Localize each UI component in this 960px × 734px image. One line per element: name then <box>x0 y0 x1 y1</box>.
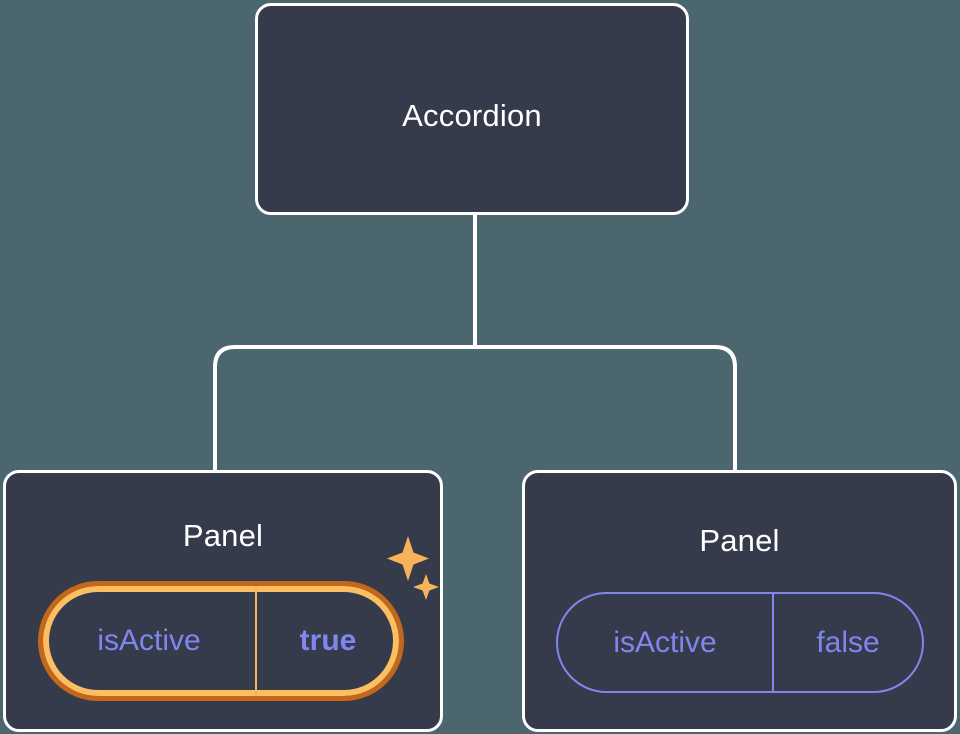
prop-key-is-active-right: isActive <box>613 625 717 659</box>
node-title-panel-left: Panel <box>182 518 264 553</box>
prop-pill-panel-right[interactable]: isActive false <box>556 592 924 693</box>
prop-pill-panel-left[interactable]: isActive true <box>38 581 404 701</box>
prop-value-is-active-left: true <box>255 586 399 696</box>
prop-key-is-active-left: isActive <box>97 624 201 657</box>
node-card-accordion[interactable]: Accordion <box>255 3 689 215</box>
node-title-accordion: Accordion <box>402 98 542 133</box>
connector-branch-bar <box>213 345 737 470</box>
node-title-panel-right: Panel <box>699 523 780 558</box>
prop-value-is-active-right: false <box>772 594 922 691</box>
